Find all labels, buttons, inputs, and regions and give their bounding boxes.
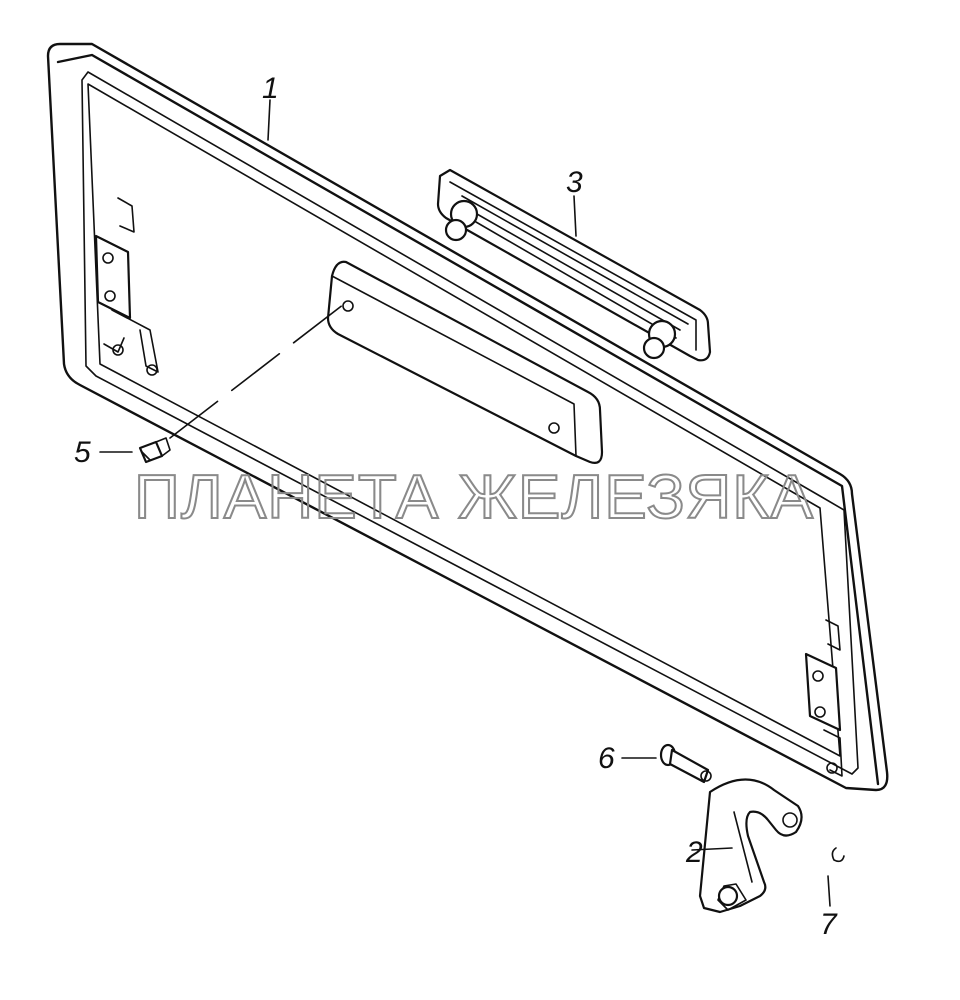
leader-lines [99,99,831,907]
callout-1: 1 [262,72,279,105]
left-hinge [94,197,159,376]
leader-7 [827,875,831,907]
mounting-bracket [698,778,803,914]
callout-7: 7 [820,908,838,941]
plate-lamp [436,168,712,362]
clip [831,847,845,863]
plate-frame [46,42,889,792]
leader-1 [267,99,271,141]
screw-leader [169,303,345,439]
leader-3 [573,195,577,237]
callout-5: 5 [74,436,91,469]
watermark-text: ПЛАНЕТА ЖЕЛЕЗЯКА [134,463,814,532]
leader-2 [691,847,733,851]
screw [138,437,171,464]
right-hinge [804,619,843,777]
callout-3: 3 [566,166,583,199]
center-mounting-strip [326,260,604,464]
callout-2: 2 [685,836,703,869]
pin [659,743,712,784]
callout-6: 6 [598,742,615,775]
